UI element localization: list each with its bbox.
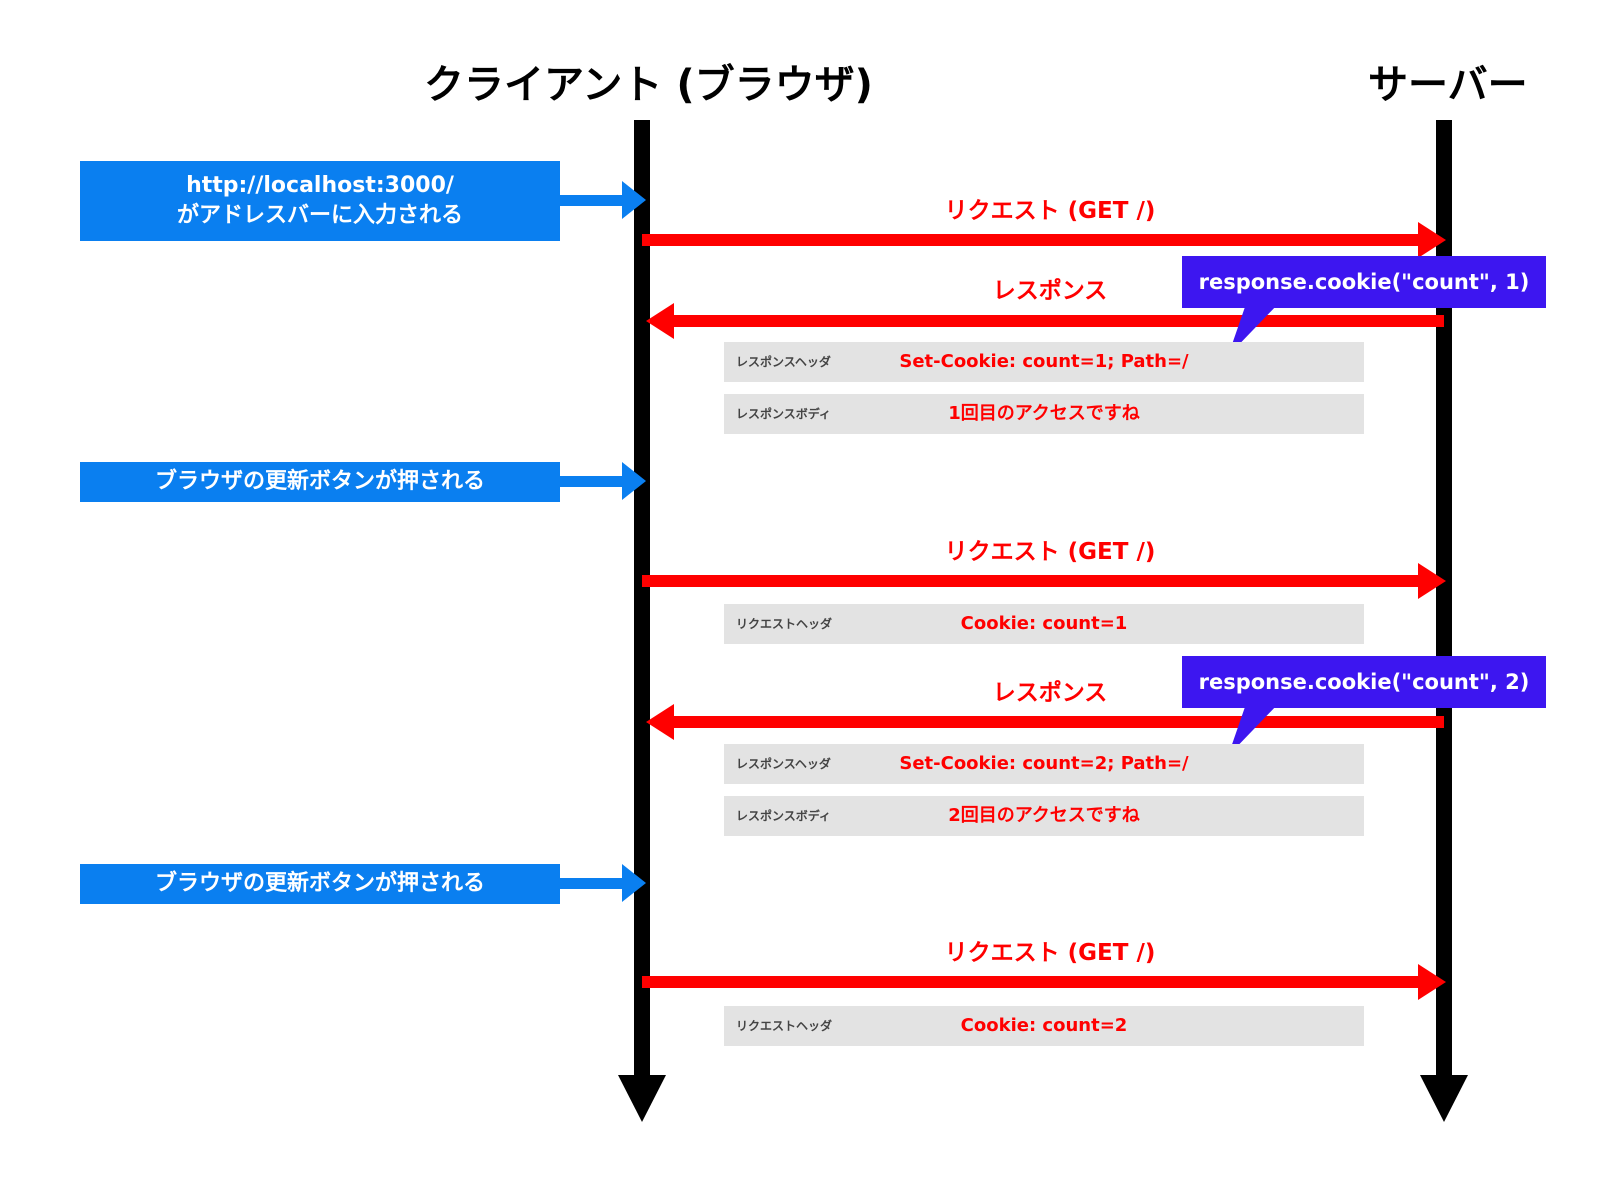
event-arrow-3 bbox=[560, 864, 646, 902]
detail-label: レスポンスボディ bbox=[736, 407, 831, 421]
event-arrow-2 bbox=[560, 462, 646, 500]
detail-row-response-header-2: レスポンスヘッダ Set-Cookie: count=2; Path=/ bbox=[724, 744, 1364, 784]
detail-row-response-body-2: レスポンスボディ 2回目のアクセスですね bbox=[724, 796, 1364, 836]
event-arrow-1 bbox=[560, 181, 646, 219]
event-box-refresh-2: ブラウザの更新ボタンが押される bbox=[80, 864, 560, 904]
callout-set-cookie-1: response.cookie("count", 1) bbox=[1182, 256, 1546, 308]
detail-value: Cookie: count=1 bbox=[960, 613, 1128, 634]
response-label-1: レスポンス bbox=[992, 278, 1108, 304]
detail-value: 1回目のアクセスですね bbox=[948, 403, 1140, 424]
detail-value: 2回目のアクセスですね bbox=[948, 805, 1140, 826]
event-line: ブラウザの更新ボタンが押される bbox=[154, 871, 485, 896]
request-label-1: リクエスト (GET /) bbox=[944, 198, 1156, 224]
response-arrow-1 bbox=[646, 303, 1444, 339]
detail-value: Set-Cookie: count=2; Path=/ bbox=[899, 753, 1189, 774]
detail-value: Set-Cookie: count=1; Path=/ bbox=[899, 351, 1189, 372]
detail-label: リクエストヘッダ bbox=[736, 1019, 833, 1033]
response-label-2: レスポンス bbox=[992, 680, 1108, 706]
event-line: がアドレスバーに入力される bbox=[176, 203, 463, 228]
request-label-3: リクエスト (GET /) bbox=[944, 940, 1156, 966]
event-line: http://localhost:3000/ bbox=[186, 173, 454, 198]
detail-row-request-header-2: リクエストヘッダ Cookie: count=2 bbox=[724, 1006, 1364, 1046]
event-line: ブラウザの更新ボタンが押される bbox=[154, 469, 485, 494]
request-arrow-1 bbox=[642, 222, 1446, 258]
request-label-2: リクエスト (GET /) bbox=[944, 539, 1156, 565]
callout-pointer-2 bbox=[1228, 704, 1278, 756]
request-arrow-3 bbox=[642, 964, 1446, 1000]
detail-row-response-header-1: レスポンスヘッダ Set-Cookie: count=1; Path=/ bbox=[724, 342, 1364, 382]
detail-label: レスポンスボディ bbox=[736, 809, 831, 823]
event-box-url-entered: http://localhost:3000/ がアドレスバーに入力される bbox=[80, 161, 560, 241]
callout-set-cookie-2: response.cookie("count", 2) bbox=[1182, 656, 1546, 708]
event-box-refresh-1: ブラウザの更新ボタンが押される bbox=[80, 462, 560, 502]
detail-row-response-body-1: レスポンスボディ 1回目のアクセスですね bbox=[724, 394, 1364, 434]
client-title: クライアント (ブラウザ) bbox=[424, 62, 873, 108]
client-lifeline bbox=[618, 120, 666, 1122]
detail-value: Cookie: count=2 bbox=[960, 1015, 1128, 1036]
detail-label: レスポンスヘッダ bbox=[736, 355, 831, 369]
request-arrow-2 bbox=[642, 563, 1446, 599]
response-arrow-2 bbox=[646, 704, 1444, 740]
detail-label: リクエストヘッダ bbox=[736, 617, 833, 631]
detail-row-request-header-1: リクエストヘッダ Cookie: count=1 bbox=[724, 604, 1364, 644]
detail-label: レスポンスヘッダ bbox=[736, 757, 831, 771]
server-title: サーバー bbox=[1368, 62, 1528, 108]
server-lifeline bbox=[1420, 120, 1468, 1122]
